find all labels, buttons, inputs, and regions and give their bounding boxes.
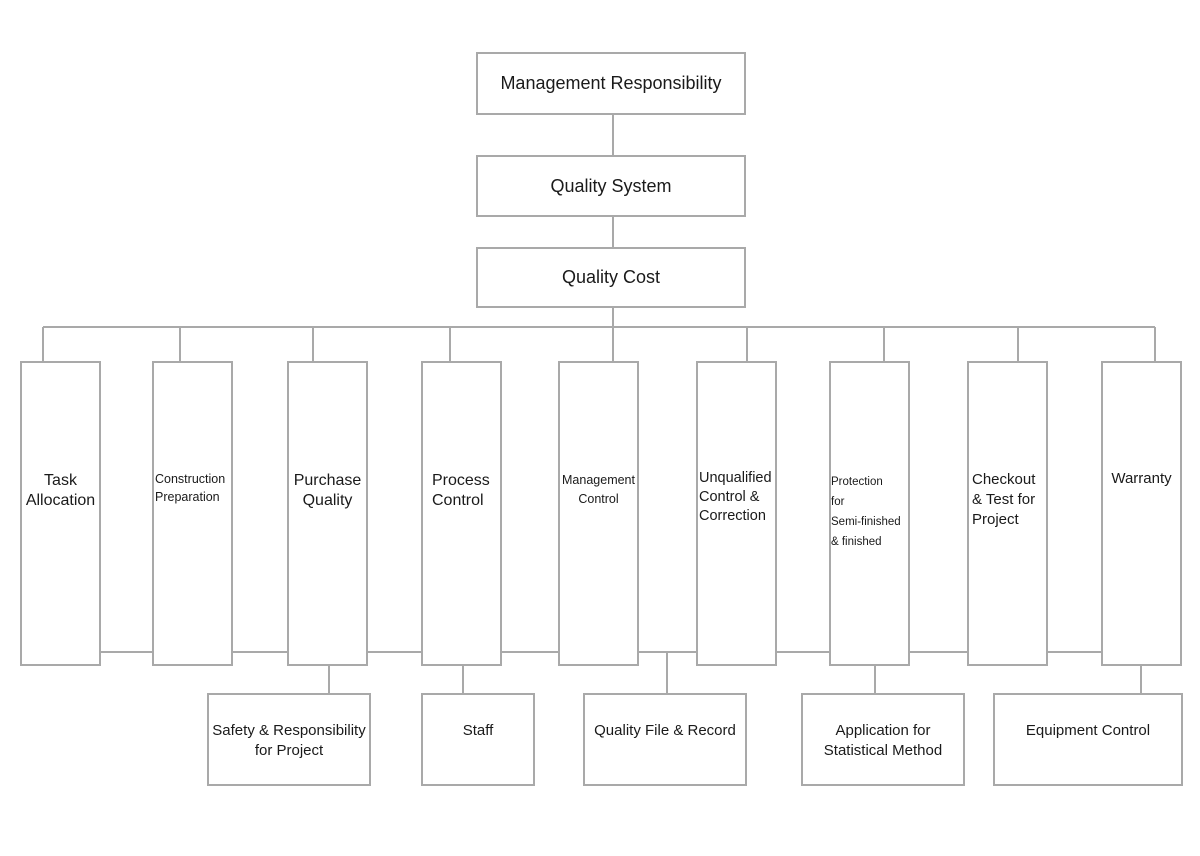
quality-cost-box: Quality Cost <box>476 247 746 308</box>
management-control-box: Management Control <box>558 361 639 666</box>
box-label: Warranty <box>1111 470 1172 487</box>
box-label: Protection for Semi-finished & finished <box>831 476 901 548</box>
task-allocation-box: Task Allocation <box>20 361 101 666</box>
box-label: Staff <box>462 722 494 739</box>
unqualified-control-box: Unqualified Control & Correction <box>696 361 777 666</box>
box-label: Management Control <box>562 473 635 506</box>
safety-responsibility-box: Safety & Responsibility for Project <box>207 693 371 786</box>
construction-preparation-box: Construction Preparation <box>152 361 233 666</box>
box-label: Equipment Control <box>1025 722 1151 739</box>
box-label: Checkout & Test for Project <box>972 471 1036 528</box>
box-label: Unqualified Control & Correction <box>699 470 772 524</box>
box-label: Quality System <box>550 175 672 196</box>
box-label: Quality File & Record <box>594 722 736 739</box>
staff-box: Staff <box>421 693 535 786</box>
checkout-test-box: Checkout & Test for Project <box>967 361 1048 666</box>
box-label: Safety & Responsibility for Project <box>212 722 366 759</box>
protection-box: Protection for Semi-finished & finished <box>829 361 910 666</box>
application-statistical-box: Application for Statistical Method <box>801 693 965 786</box>
box-label: Task Allocation <box>25 472 96 509</box>
box-label: Process Control <box>432 472 490 509</box>
box-label: Construction Preparation <box>155 472 226 504</box>
quality-system-box: Quality System <box>476 155 746 217</box>
box-label: Quality Cost <box>561 267 661 288</box>
quality-file-record-box: Quality File & Record <box>583 693 747 786</box>
equipment-control-box: Equipment Control <box>993 693 1183 786</box>
management-responsibility-box: Management Responsibility <box>476 52 746 115</box>
box-label: Purchase Quality <box>293 472 362 509</box>
box-label: Management Responsibility <box>500 73 722 94</box>
warranty-box: Warranty <box>1101 361 1182 666</box>
box-label: Application for Statistical Method <box>823 722 943 759</box>
process-control-box: Process Control <box>421 361 502 666</box>
purchase-quality-box: Purchase Quality <box>287 361 368 666</box>
